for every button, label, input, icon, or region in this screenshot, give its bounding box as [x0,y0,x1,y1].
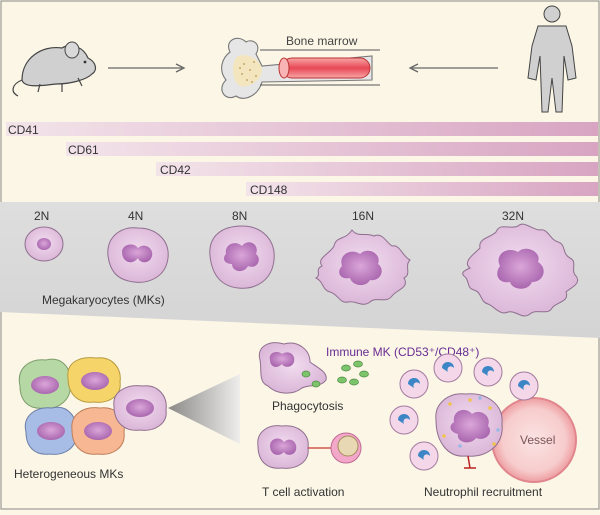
bone-marrow-label: Bone marrow [286,34,358,48]
heterogeneous-mks-label: Heterogeneous MKs [14,467,123,481]
zoom-cone [168,374,240,444]
marker-label-cd148: CD148 [250,183,288,197]
stage-4n-label: 4N [128,209,143,223]
bone-marrow-icon [221,37,380,99]
marker-label-cd41: CD41 [8,123,39,137]
marker-label-cd61: CD61 [68,143,99,157]
heterogeneous-mk-cluster [18,357,167,455]
tcell-activation-label: T cell activation [262,485,344,499]
arrow-right-icon [108,63,186,73]
cd42-bar [156,162,598,176]
bacteria-icon [337,360,369,386]
mk-2n-cell [24,226,64,262]
stage-32n-label: 32N [502,209,524,223]
human-icon [527,5,577,113]
mk-16n-cell [315,229,411,305]
tcell-activation-cell [257,425,362,469]
mk-4n-cell [107,227,169,283]
cd61-bar [66,142,598,156]
mk-32n-cell [462,223,579,317]
megakaryocytes-caption: Megakaryocytes (MKs) [42,293,165,307]
mk-8n-cell [209,225,275,289]
stage-16n-label: 16N [352,209,374,223]
stage-2n-label: 2N [34,209,49,223]
vessel-label: Vessel [520,433,555,447]
marker-label-cd42: CD42 [160,163,191,177]
mouse-icon [12,41,97,97]
arrow-left-icon [408,63,498,73]
phagocytosis-cell [258,342,327,394]
stage-8n-label: 8N [232,209,247,223]
neutrophil-recruitment-label: Neutrophil recruitment [424,485,543,499]
cd41-bar [6,122,598,136]
neutrophil-recruitment [389,353,577,483]
marker-bars [6,122,598,196]
phagocytosis-label: Phagocytosis [272,399,343,413]
cd148-bar [246,182,598,196]
